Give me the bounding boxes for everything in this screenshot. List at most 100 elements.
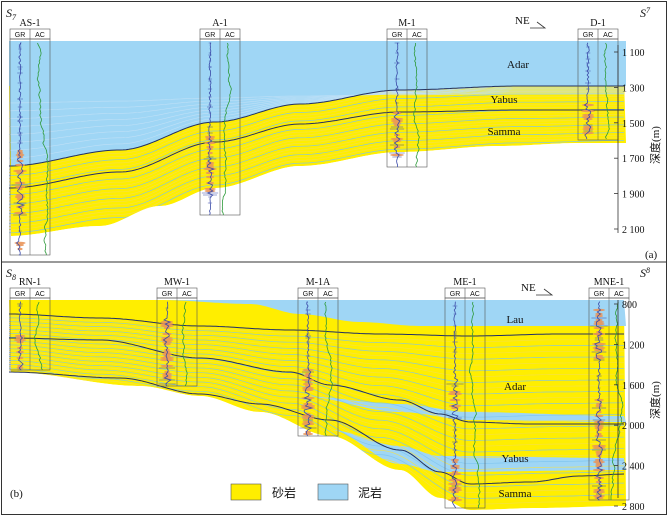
well-ac-curve — [36, 42, 49, 256]
well-ac-label: AC — [412, 32, 422, 39]
well-gr-curve — [450, 301, 459, 509]
well-name: RN-1 — [19, 277, 41, 288]
well-ac-label: AC — [470, 291, 480, 298]
well-gr-label: GR — [205, 32, 216, 39]
well-gr-curve — [393, 42, 401, 168]
legend-sandstone-label: 砂岩 — [272, 485, 296, 500]
well-gr-curve — [594, 301, 604, 501]
panel-b-horizon-lau-adar — [9, 313, 624, 337]
panel-a-section — [9, 41, 626, 260]
well-rn-1: GR AC RN-1 — [9, 277, 51, 371]
well-ac-label: AC — [225, 32, 235, 39]
depth-tick-label: 1 300 — [622, 83, 645, 94]
panel-b-label: (b) — [10, 488, 23, 500]
panel-a-horizon-adar-yabus — [9, 85, 624, 167]
well-name: A-1 — [212, 18, 228, 29]
well-gr-label: GR — [162, 291, 173, 298]
well-name: M-1 — [398, 18, 415, 29]
panel-b-basement — [9, 372, 626, 512]
panel-b-bedding-lines — [9, 313, 625, 505]
panel-a-direction-arrow — [530, 21, 547, 29]
panel-a-section-end: S7 — [640, 6, 651, 20]
well-gr-curve — [15, 42, 26, 256]
panel-a-basement — [9, 143, 626, 260]
well-gr-curve — [17, 301, 24, 371]
depth-tick-label: 1 700 — [622, 154, 645, 165]
well-mw-1: GR AC MW-1 — [156, 277, 198, 387]
well-ac-label: AC — [182, 291, 192, 298]
depth-tick-label: 1 600 — [622, 381, 645, 392]
well-ac-label: AC — [35, 32, 45, 39]
panel-b-direction-label: NE — [521, 282, 536, 294]
well-as-1: GR AC AS-1 — [9, 18, 51, 256]
well-ac-label: AC — [603, 32, 613, 39]
well-me-1: GR AC ME-1 — [444, 277, 486, 509]
well-gr-label: GR — [15, 291, 26, 298]
panel-a-direction-label: NE — [515, 15, 530, 27]
panel-b-section-end: S8 — [640, 266, 650, 280]
legend-mudstone-label: 泥岩 — [358, 485, 382, 500]
well-gr-label: GR — [583, 32, 594, 39]
panel-a-depth-label: 深度(m) — [648, 126, 662, 164]
well-ac-label: AC — [35, 291, 45, 298]
depth-tick-label: 2 400 — [622, 462, 645, 473]
well-a-1: GR AC A-1 — [199, 18, 241, 216]
legend: 砂岩 泥岩 — [230, 483, 382, 501]
well-gr-label: GR — [303, 291, 314, 298]
well-ac-curve — [33, 301, 43, 371]
legend-sandstone-swatch — [230, 483, 262, 501]
well-name: ME-1 — [453, 277, 476, 288]
well-name: M-1A — [306, 277, 331, 288]
panel-b-depth-axis: 800 1 200 1 600 2 000 2 400 2 800 深度(m) — [614, 300, 662, 513]
panel-a-depth-axis: 1 100 1 300 1 500 1 700 1 900 2 100 深度(m) — [614, 45, 662, 236]
well-gr-curve — [303, 301, 314, 437]
panel-b-section-start: S8 — [6, 266, 16, 282]
well-name: AS-1 — [19, 18, 40, 29]
panel-a-section-start: S7 — [6, 6, 17, 22]
panel-b-direction-arrow — [536, 288, 554, 296]
well-ac-curve — [181, 301, 188, 387]
depth-tick-label: 2 000 — [622, 421, 645, 432]
well-gr-curve — [162, 301, 172, 387]
well-gr-curve — [583, 42, 592, 140]
panel-b-horizon-adar-yabus — [9, 337, 624, 425]
panel-b-formation-lau: Lau — [506, 314, 524, 326]
well-gr-label: GR — [594, 291, 605, 298]
depth-tick-label: 2 800 — [622, 502, 645, 513]
well-name: MNE-1 — [594, 277, 625, 288]
well-ac-curve — [603, 42, 610, 140]
well-gr-label: GR — [450, 291, 461, 298]
well-name: D-1 — [590, 18, 606, 29]
panel-b-depth-label: 深度(m) — [648, 381, 662, 419]
panel-a-formation-yabus: Yabus — [490, 94, 517, 106]
depth-tick-label: 1 200 — [622, 340, 645, 351]
well-ac-curve — [221, 42, 232, 216]
depth-tick-label: 800 — [622, 300, 637, 311]
depth-tick-label: 1 900 — [622, 190, 645, 201]
well-ac-curve — [413, 42, 420, 168]
well-d-1: GR AC D-1 — [577, 18, 619, 141]
panel-b-horizon-yabus-samma — [9, 371, 625, 485]
panel-b-formation-yabus: Yabus — [501, 453, 528, 465]
well-gr-curve — [206, 42, 215, 216]
panel-b-formation-adar: Adar — [504, 381, 526, 393]
well-ac-curve — [610, 301, 624, 500]
panel-a-horizon-yabus-samma — [9, 109, 624, 189]
well-gr-label: GR — [15, 32, 26, 39]
depth-tick-label: 2 100 — [622, 225, 645, 236]
panel-b-section — [9, 300, 626, 512]
panel-a-formation-samma: Samma — [488, 126, 521, 138]
well-name: MW-1 — [164, 277, 190, 288]
depth-tick-label: 1 100 — [622, 48, 645, 59]
depth-tick-label: 1 500 — [622, 119, 645, 130]
panel-a-formation-adar: Adar — [507, 59, 529, 71]
well-ac-label: AC — [614, 291, 624, 298]
well-ac-curve — [324, 301, 333, 437]
panel-a-label: (a) — [645, 249, 658, 261]
panel-b-formation-samma: Samma — [499, 488, 532, 500]
